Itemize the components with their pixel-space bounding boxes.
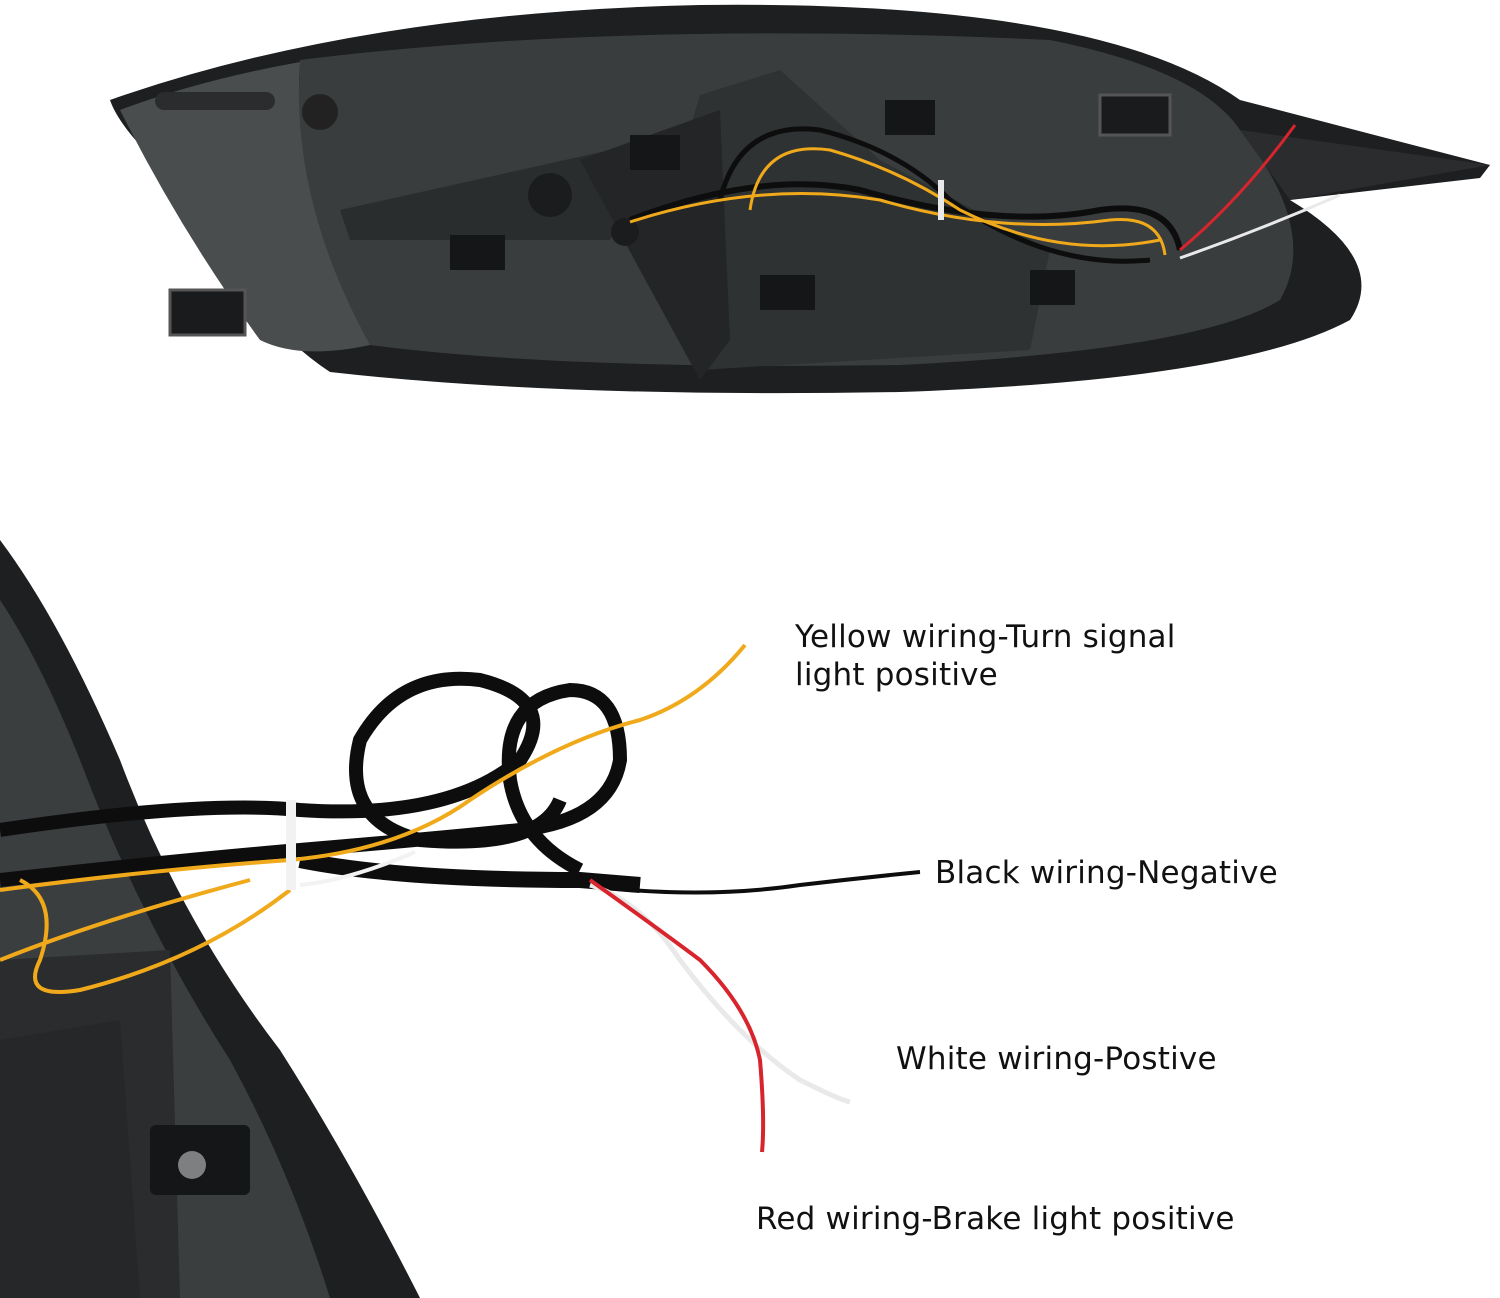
- black-wire-label: Black wiring-Negative: [935, 855, 1278, 891]
- red-wire-label: Red wiring-Brake light positive: [756, 1201, 1235, 1237]
- yellow-wire-label: Yellow wiring-Turn signal light positive: [795, 619, 1176, 693]
- wiring-closeup-bottom: [0, 540, 921, 1298]
- taillight-housing-top: [110, 4, 1490, 394]
- white-wire-label: White wiring-Postive: [896, 1041, 1217, 1077]
